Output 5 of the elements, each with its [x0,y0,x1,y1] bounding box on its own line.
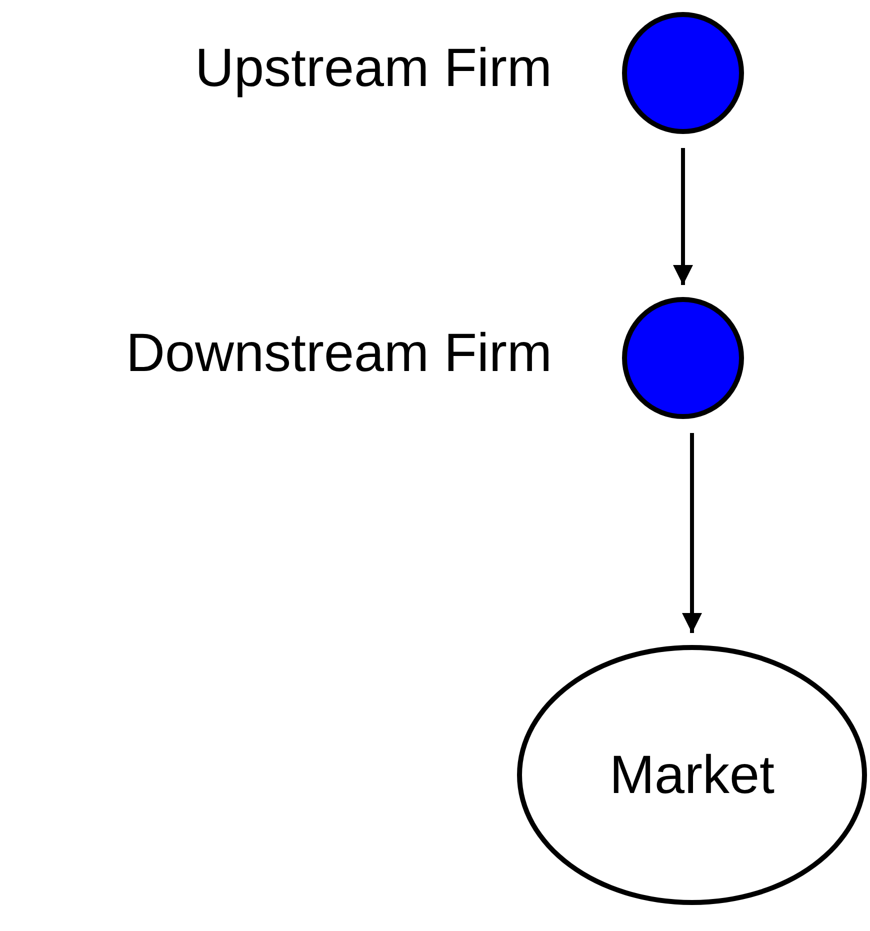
node-label: Downstream Firm [126,326,552,380]
node-label: Market [609,748,775,802]
arrow [673,148,693,285]
node-label: Upstream Firm [194,41,552,95]
arrow [682,433,702,633]
